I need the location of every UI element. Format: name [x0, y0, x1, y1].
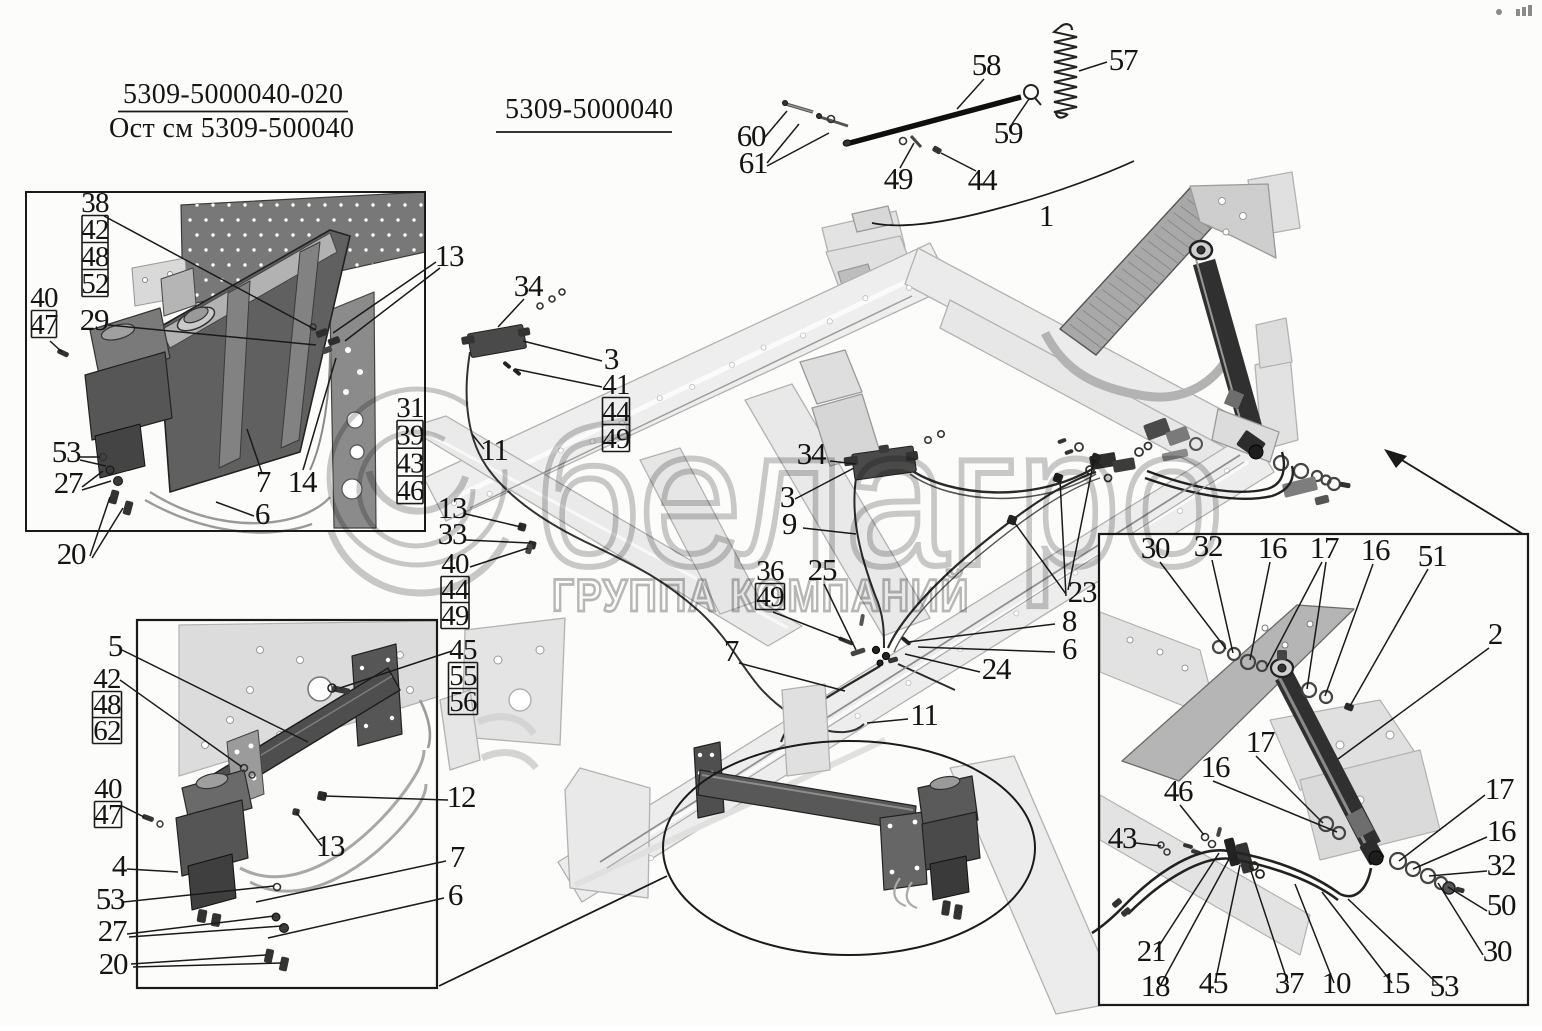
svg-text:31: 31 — [396, 392, 423, 424]
svg-text:47: 47 — [30, 309, 58, 341]
svg-text:белагро: белагро — [534, 386, 1224, 607]
svg-text:Ост см 5309-500040: Ост см 5309-500040 — [109, 113, 354, 144]
svg-text:6: 6 — [448, 877, 463, 912]
svg-text:5309-5000040: 5309-5000040 — [505, 94, 673, 125]
svg-text:53: 53 — [52, 434, 81, 469]
svg-text:58: 58 — [972, 47, 1001, 82]
svg-text:1: 1 — [1039, 198, 1053, 233]
svg-text:6: 6 — [255, 496, 270, 531]
svg-text:42: 42 — [81, 214, 108, 246]
svg-text:29: 29 — [80, 302, 109, 337]
svg-text:5: 5 — [108, 628, 123, 663]
svg-text:49: 49 — [756, 581, 784, 613]
svg-text:23: 23 — [1068, 574, 1097, 609]
svg-text:17: 17 — [1485, 771, 1514, 806]
svg-text:30: 30 — [1483, 933, 1512, 968]
svg-text:20: 20 — [99, 946, 128, 981]
svg-text:6: 6 — [1062, 631, 1077, 666]
svg-text:46: 46 — [396, 475, 424, 507]
svg-text:8: 8 — [1062, 603, 1077, 638]
svg-text:56: 56 — [449, 686, 477, 718]
svg-text:11: 11 — [480, 432, 507, 467]
svg-text:16: 16 — [1201, 749, 1230, 784]
svg-text:47: 47 — [94, 799, 122, 831]
svg-text:51: 51 — [1418, 538, 1447, 573]
svg-text:9: 9 — [782, 506, 797, 541]
svg-text:49: 49 — [441, 600, 469, 632]
svg-text:55: 55 — [449, 660, 477, 692]
svg-text:40: 40 — [94, 773, 122, 805]
svg-text:45: 45 — [1199, 965, 1228, 1000]
svg-text:27: 27 — [98, 913, 127, 948]
svg-text:49: 49 — [602, 423, 630, 455]
svg-text:60: 60 — [737, 118, 766, 153]
svg-text:4: 4 — [112, 848, 128, 883]
svg-text:5309-5000040-020: 5309-5000040-020 — [123, 79, 343, 110]
svg-text:16: 16 — [1361, 532, 1390, 567]
svg-text:7: 7 — [450, 839, 465, 874]
svg-text:18: 18 — [1141, 968, 1170, 1003]
svg-text:16: 16 — [1487, 813, 1516, 848]
svg-text:41: 41 — [602, 369, 629, 401]
svg-text:20: 20 — [57, 536, 86, 571]
svg-text:12: 12 — [447, 779, 476, 814]
svg-text:61: 61 — [739, 145, 768, 180]
svg-text:45: 45 — [449, 634, 477, 666]
svg-text:53: 53 — [96, 881, 125, 916]
svg-text:59: 59 — [994, 115, 1023, 150]
svg-text:48: 48 — [81, 241, 109, 273]
svg-text:44: 44 — [968, 162, 998, 197]
svg-text:36: 36 — [756, 555, 784, 587]
svg-text:3: 3 — [780, 479, 795, 514]
svg-text:11: 11 — [910, 697, 937, 732]
svg-text:34: 34 — [514, 268, 544, 303]
svg-text:44: 44 — [602, 396, 631, 428]
svg-text:3: 3 — [604, 341, 619, 376]
svg-text:43: 43 — [396, 447, 424, 479]
svg-text:32: 32 — [1194, 528, 1223, 563]
svg-text:2: 2 — [1488, 616, 1502, 651]
svg-text:62: 62 — [93, 715, 120, 747]
svg-text:37: 37 — [1275, 965, 1304, 1000]
svg-text:57: 57 — [1109, 42, 1138, 77]
svg-text:15: 15 — [1381, 965, 1410, 1000]
svg-text:48: 48 — [93, 689, 121, 721]
svg-text:17: 17 — [1246, 724, 1275, 759]
svg-text:49: 49 — [884, 161, 913, 196]
svg-text:7: 7 — [724, 633, 739, 668]
svg-text:38: 38 — [81, 187, 109, 219]
svg-text:34: 34 — [797, 436, 827, 471]
svg-text:32: 32 — [1487, 847, 1516, 882]
svg-text:25: 25 — [808, 552, 837, 587]
svg-text:27: 27 — [54, 465, 83, 500]
svg-text:7: 7 — [256, 464, 271, 499]
svg-text:ГРУППА КОМПАНИЙ: ГРУППА КОМПАНИЙ — [552, 570, 970, 621]
svg-text:46: 46 — [1164, 773, 1193, 808]
svg-text:17: 17 — [1310, 530, 1339, 565]
svg-text:52: 52 — [81, 268, 108, 300]
svg-text:42: 42 — [93, 663, 120, 695]
svg-text:53: 53 — [1430, 968, 1459, 1003]
svg-text:40: 40 — [30, 282, 58, 314]
svg-text:24: 24 — [982, 651, 1012, 686]
svg-text:10: 10 — [1322, 965, 1351, 1000]
svg-text:14: 14 — [288, 464, 318, 499]
svg-text:16: 16 — [1258, 530, 1287, 565]
svg-text:43: 43 — [1108, 820, 1137, 855]
svg-text:50: 50 — [1487, 887, 1516, 922]
svg-text:13: 13 — [435, 238, 464, 273]
svg-text:13: 13 — [316, 828, 345, 863]
svg-text:21: 21 — [1137, 933, 1166, 968]
svg-text:30: 30 — [1141, 530, 1170, 565]
